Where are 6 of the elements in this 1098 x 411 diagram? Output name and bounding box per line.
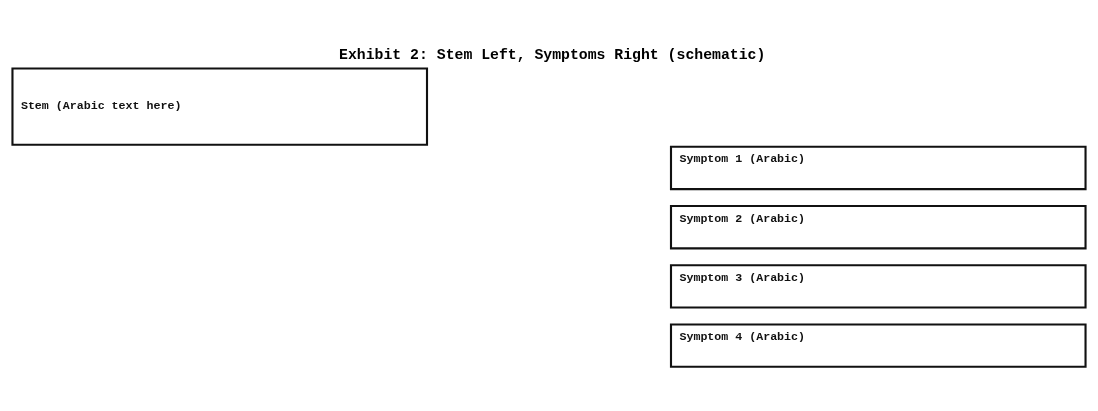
diagram-title: Exhibit 2: Stem Left, Symptoms Right (schematic) (339, 47, 766, 64)
node-box: Stem (Arabic text here) (11, 67, 429, 146)
node-box: Symptom 4 (Arabic) (669, 323, 1087, 368)
node-box: Symptom 2 (Arabic) (669, 204, 1087, 250)
node-box: Symptom 1 (Arabic) (669, 145, 1087, 191)
node-box: Symptom 3 (Arabic) (669, 264, 1087, 309)
